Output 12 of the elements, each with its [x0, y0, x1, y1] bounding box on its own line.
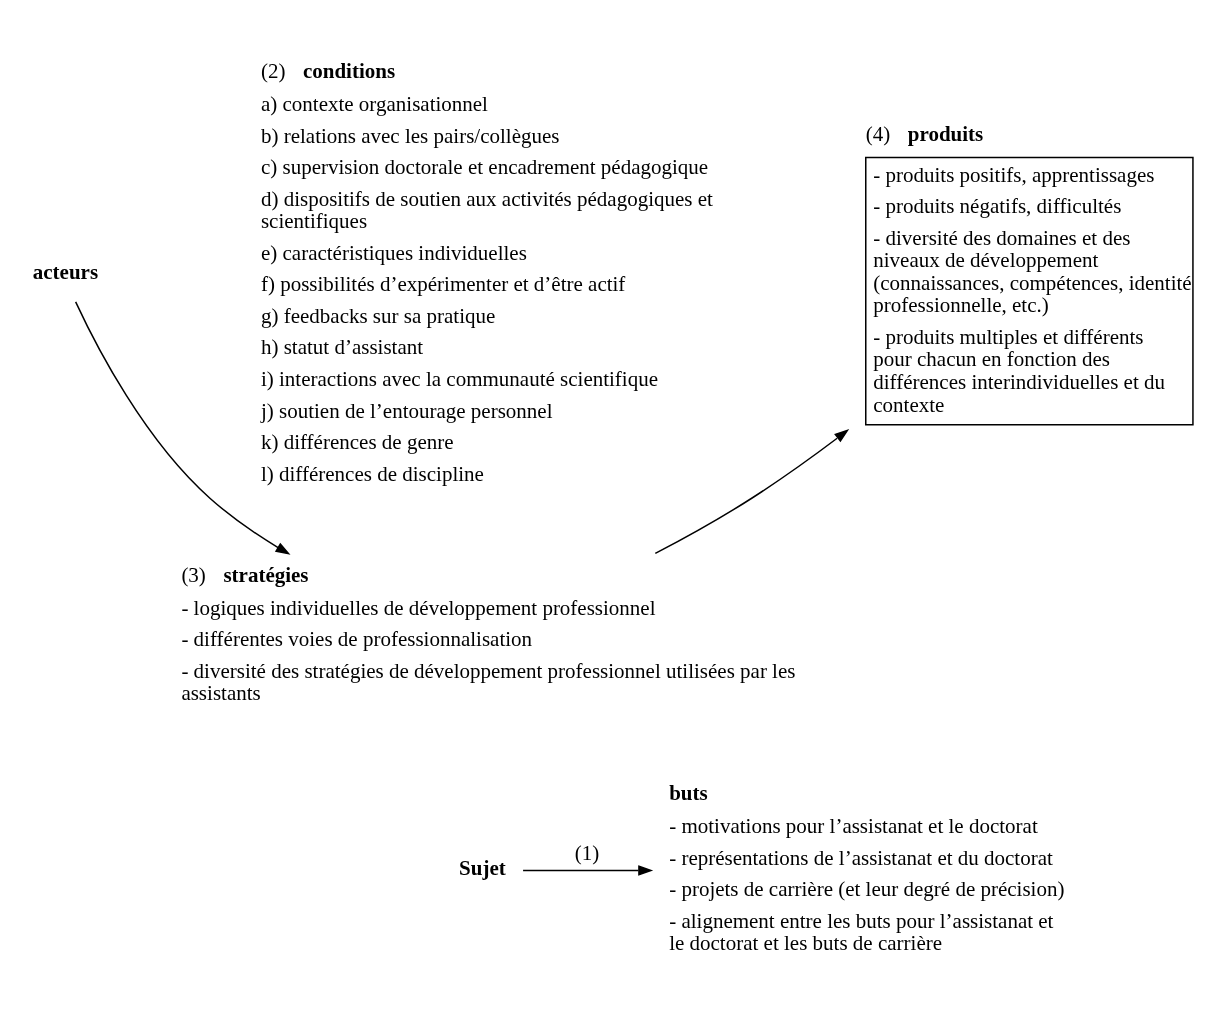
node-text: acteurs — [32, 260, 99, 285]
node-text: (2) conditions a) contexte organisationnel b) relations avec les pairs/collègues c) supervision doctorale et encadrement pédagogique d) dispositifs de soutien aux activités pédagogiques et scientifiques e) caractéristiques individuelles f) possibilités d’expérimenter et d’être actif g) feedbacks sur sa pratique h) statut d’assistant i) interactions avec la communauté scientifique j) soutien de l’entourage personnel k) différences de genre l) différences de discipline — [260, 59, 713, 486]
node-label: (4) — [865, 122, 891, 147]
node-text: Sujet — [459, 856, 506, 881]
node-box: - produits positifs, apprentissages - produits négatifs, difficultés - diversité des domaines et des niveaux de développement (connaissances, compétences, identité professionnelle, etc.) - produits multiples et différents pour chacun en fonction des différences interindividuelles et du contexte — [865, 156, 1194, 426]
arrow — [74, 301, 291, 555]
arrow — [522, 865, 654, 876]
node-text: (3) stratégies - logiques individuelles de développement professionnel - différentes voies de professionnalisation - diversité des stratégies de développement professionnel utilisées par les assistants — [181, 562, 796, 706]
node-label: produits — [907, 122, 984, 147]
edge-label: (1) — [574, 841, 600, 866]
arrow — [654, 429, 850, 555]
node-text: buts - motivations pour l’assistanat et le doctorat - représentations de l’assistanat et du doctorat - projets de carrière (et leur degré de précision) - alignement entre les buts pour l’assistanat et le doctorat et les buts de carrière — [669, 781, 1065, 956]
